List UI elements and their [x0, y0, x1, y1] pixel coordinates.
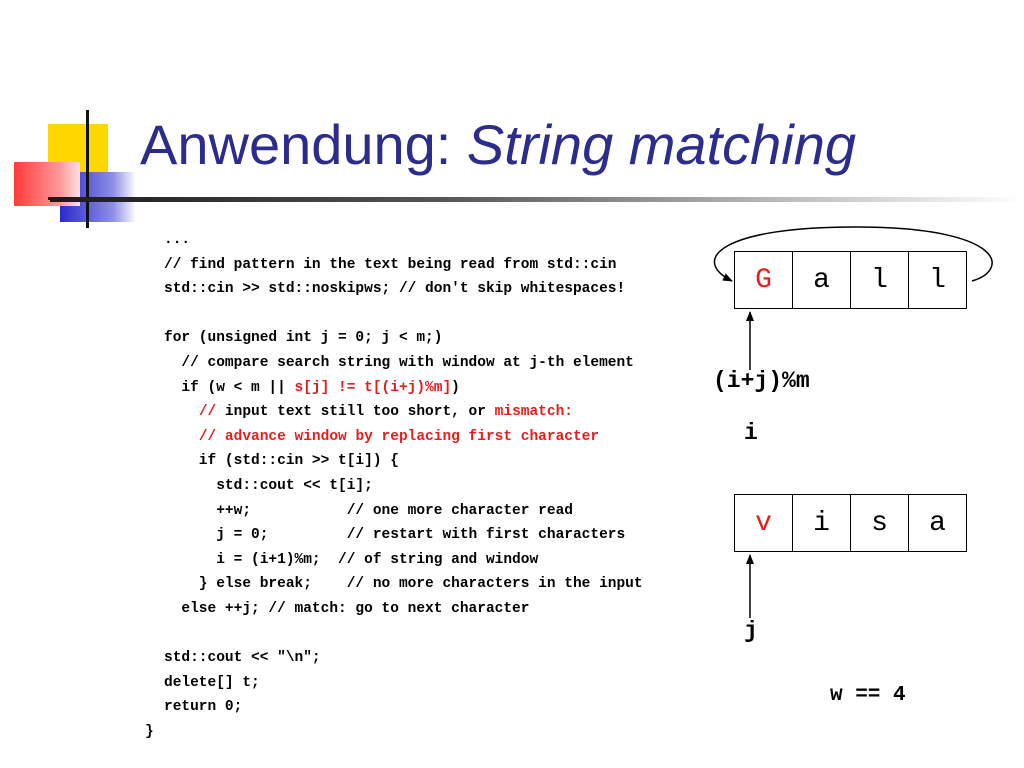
code-line: // compare search string with window at … [164, 353, 634, 373]
slide-title: Anwendung: String matching [140, 112, 856, 177]
code-text: std::cin >> std::noskipws; // don't skip… [164, 281, 626, 298]
code-line: // find pattern in the text being read f… [164, 255, 616, 275]
code-line: std::cout << t[i]; [164, 476, 373, 496]
code-line: i = (i+1)%m; // of string and window [164, 550, 538, 570]
code-highlight: mismatch: [494, 404, 573, 421]
title-main: Anwendung: [140, 113, 467, 176]
code-text: ++w; // one more character read [164, 502, 573, 519]
code-line: } else break; // no more characters in t… [164, 574, 643, 594]
code-line: std::cin >> std::noskipws; // don't skip… [164, 279, 625, 299]
code-highlight: // [198, 404, 217, 421]
code-line: // input text still too short, or mismat… [164, 402, 573, 422]
code-line: return 0; [164, 697, 242, 717]
code-line: if (std::cin >> t[i]) { [164, 451, 399, 471]
w-status-label: w == 4 [830, 684, 906, 707]
code-text: std::cout << "\n"; [164, 650, 321, 667]
window-cell: l [908, 251, 967, 309]
code-line: for (unsigned int j = 0; j < m;) [164, 328, 442, 348]
code-line: ++w; // one more character read [164, 501, 573, 521]
code-text: std::cout << t[i]; [164, 478, 373, 494]
code-highlight: s[j] != t[(i+j)%m] [294, 379, 452, 396]
code-line: // advance window by replacing first cha… [164, 427, 599, 447]
code-highlight: // advance window by replacing first cha… [198, 428, 600, 445]
code-text: for (unsigned int j = 0; j < m;) [164, 330, 443, 347]
j-label: j [744, 618, 758, 644]
title-italic: String matching [466, 113, 856, 176]
code-text: ) [451, 379, 460, 396]
code-text: input text still too short, or [216, 404, 495, 421]
code-text: } else break; // no more characters in t… [164, 576, 643, 593]
pattern-cell: a [908, 494, 967, 552]
title-divider [50, 197, 1024, 202]
code-line: j = 0; // restart with first characters [164, 525, 625, 545]
code-line: std::cout << "\n"; [164, 648, 321, 668]
code-line: ... [164, 230, 190, 250]
code-text: delete[] t; [164, 674, 260, 691]
code-text: // find pattern in the text being read f… [164, 256, 617, 273]
code-text: j = 0; // restart with first characters [164, 527, 626, 544]
code-line: delete[] t; [164, 673, 260, 693]
code-line: } [145, 722, 154, 742]
code-text: else ++j; // match: go to next character [164, 601, 530, 617]
code-text: // compare search string with window at … [164, 355, 634, 371]
code-text: i = (i+1)%m; // of string and window [164, 551, 539, 568]
i-label: i [744, 420, 758, 446]
code-text: return 0; [164, 699, 243, 716]
index-expression-label: (i+j)%m [713, 368, 810, 394]
code-line: if (w < m || s[j] != t[(i+j)%m]) [164, 378, 460, 398]
code-text: if (std::cin >> t[i]) { [164, 453, 399, 470]
code-text: if (w < m || [164, 379, 295, 396]
code-text: ... [164, 232, 191, 248]
code-text: } [145, 724, 154, 740]
code-line: else ++j; // match: go to next character [164, 599, 529, 619]
wraparound-arrow [713, 226, 993, 282]
